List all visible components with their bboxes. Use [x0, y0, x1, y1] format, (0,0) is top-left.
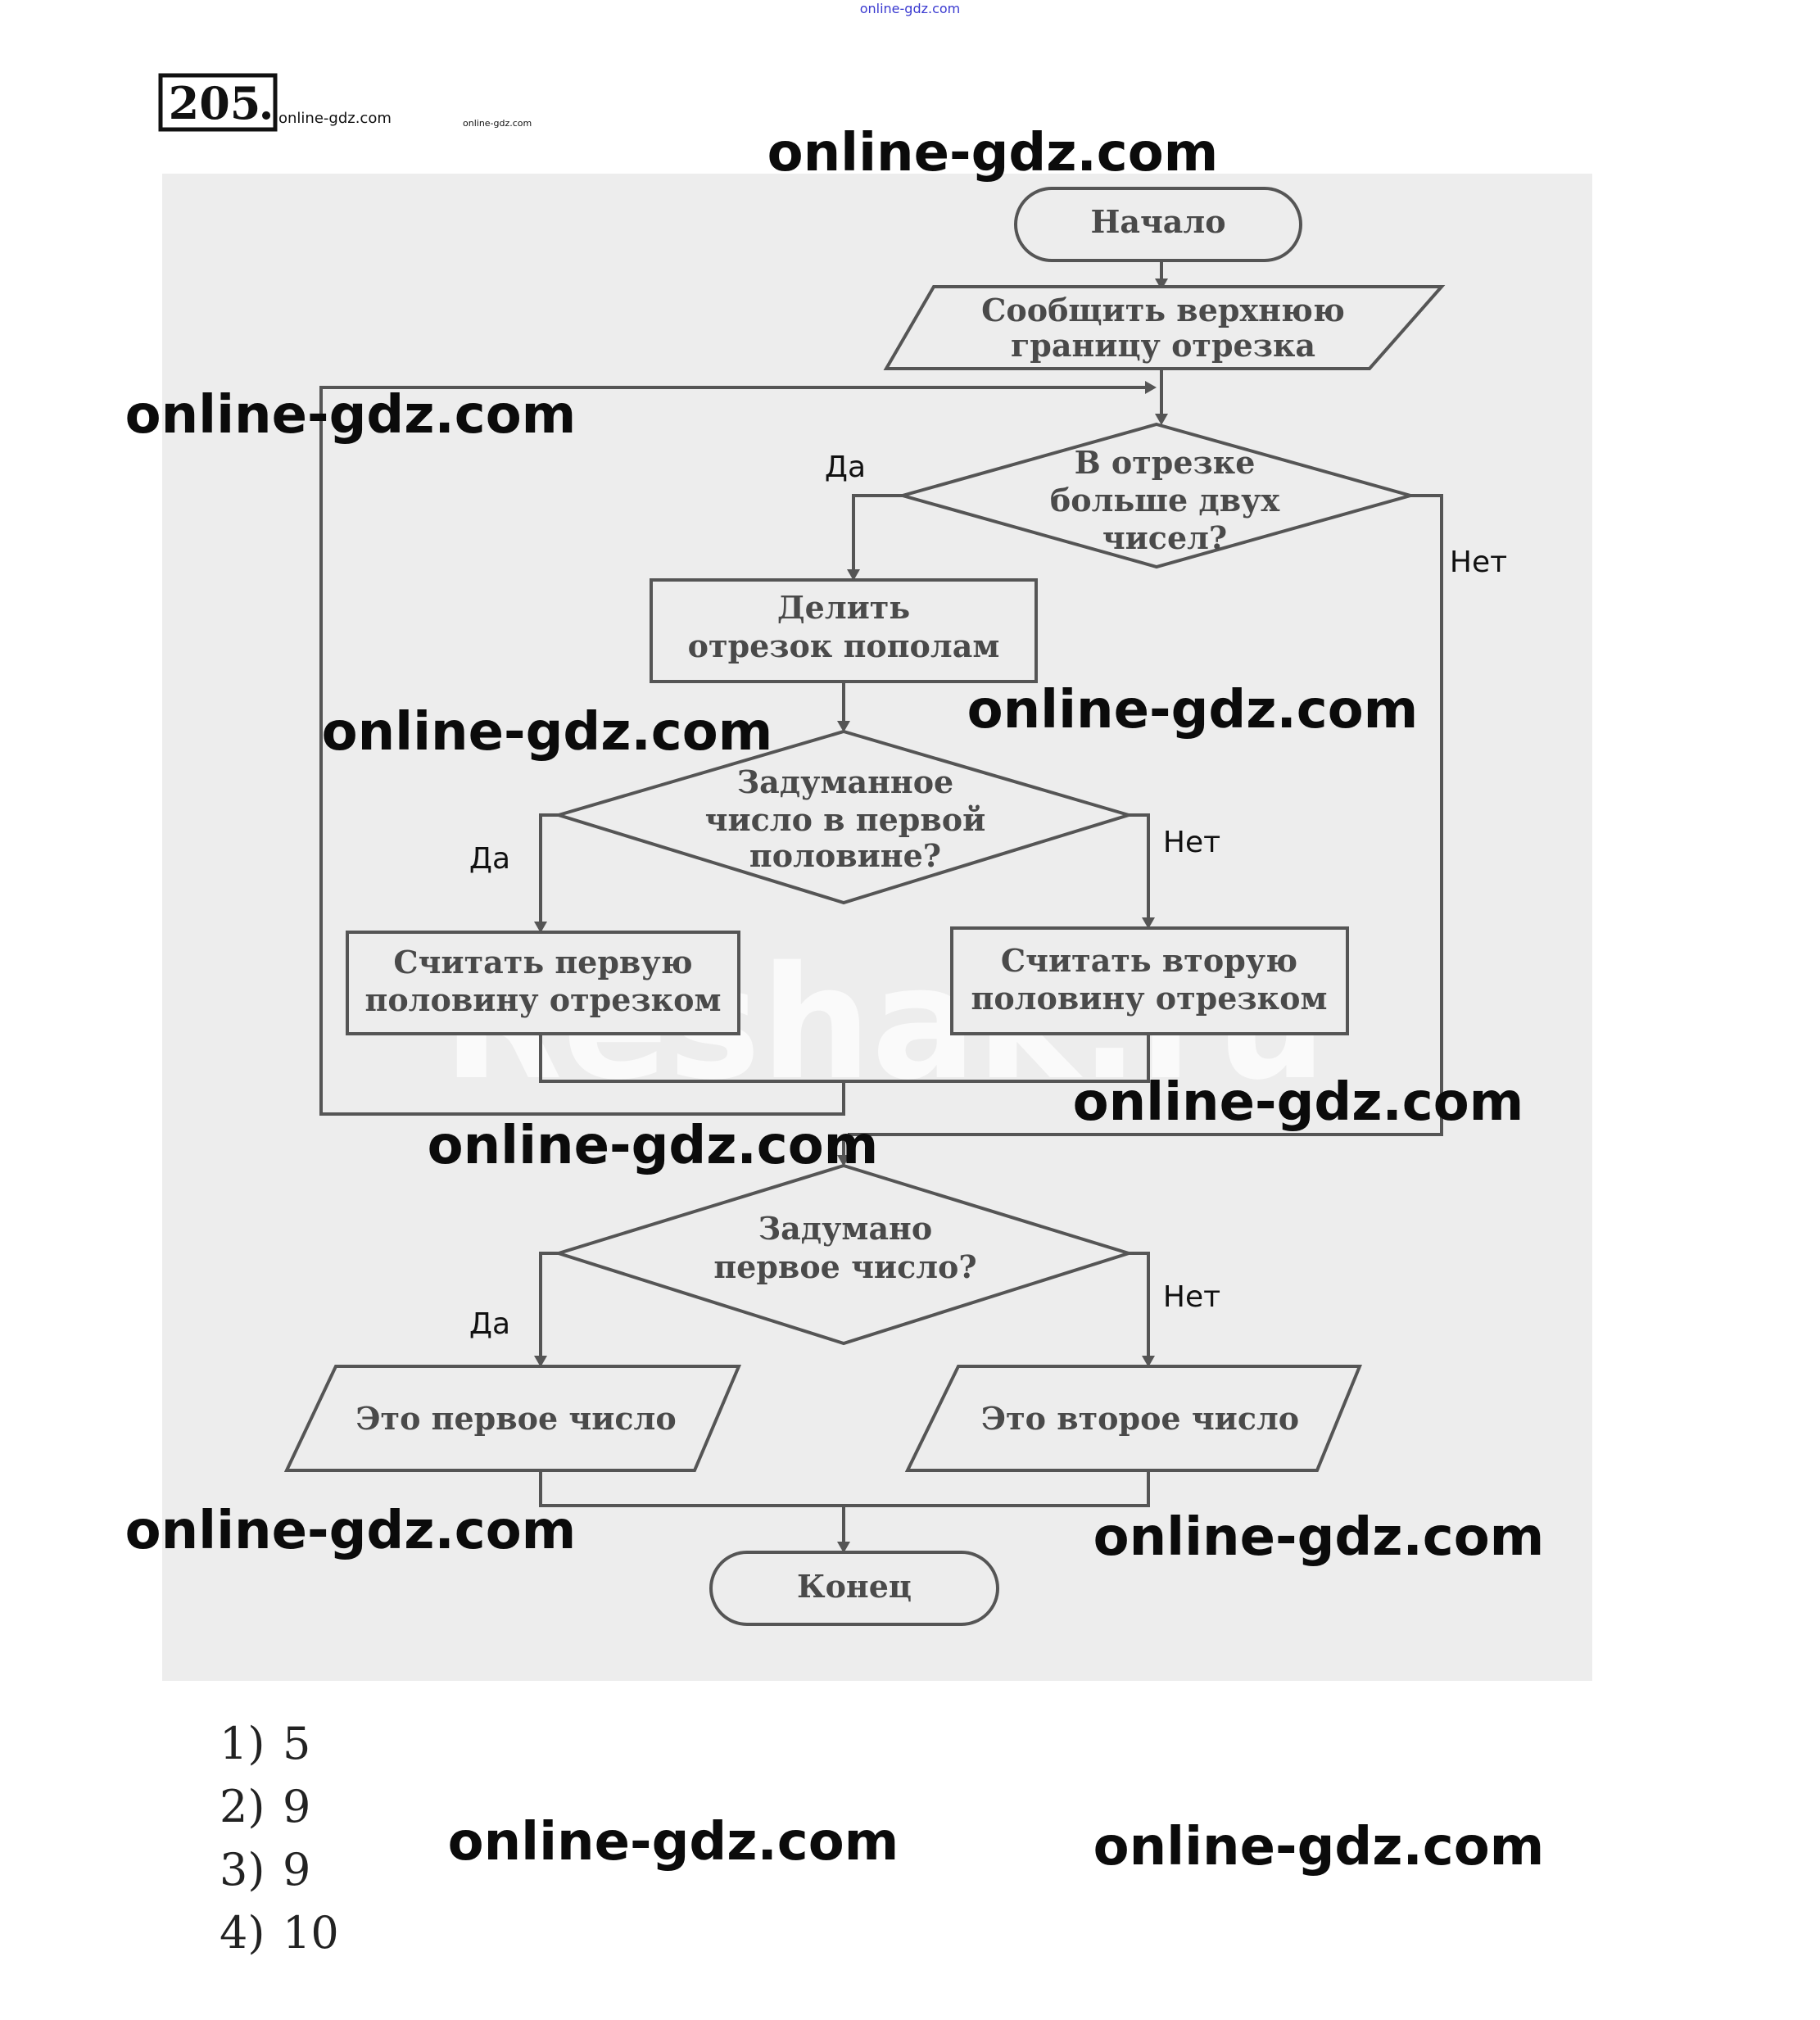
connector-d3-yes: [539, 1252, 559, 1364]
watermark-10: online-gdz.com: [1093, 1817, 1545, 1877]
watermark-tiny: online-gdz.com: [463, 118, 532, 129]
halve-rect: [650, 578, 1038, 683]
answer-1-label: 1): [220, 1718, 265, 1769]
arrowhead-decision2: [837, 721, 850, 732]
arrowhead-loop: [1145, 381, 1157, 394]
start-terminator: [1014, 187, 1302, 262]
watermark-7: online-gdz.com: [125, 1501, 577, 1561]
connector-second-half-merge: [844, 1034, 1150, 1083]
end-terminator: [709, 1551, 999, 1626]
second-half-label-line1: Считать вторую: [1001, 942, 1297, 979]
watermark-5: online-gdz.com: [1073, 1072, 1524, 1133]
node-decision-first-number: Задумано первое число?: [553, 1163, 1134, 1346]
halve-label-line2: отрезок пополам: [688, 627, 1000, 664]
arrowhead-output-first: [534, 1356, 547, 1367]
connector-loop-back: [319, 386, 1151, 1116]
arrowhead-end: [837, 1542, 850, 1553]
answer-2-value: 9: [283, 1781, 310, 1832]
problem-number-dot: .: [259, 77, 274, 129]
branch-yes-decision1: Да: [825, 451, 866, 484]
connector-d1-yes: [852, 494, 903, 577]
node-halve: Делить отрезок пополам: [650, 578, 1038, 683]
decision2-label-line3: половине?: [749, 837, 941, 874]
watermark-1: online-gdz.com: [767, 123, 1219, 183]
node-decision-more-than-two: В отрезке больше двух чисел?: [896, 422, 1417, 569]
branch-no-decision2: Нет: [1163, 826, 1220, 859]
first-half-label-line2: половину отрезком: [365, 981, 722, 1018]
decision3-label-line1: Задумано: [758, 1210, 932, 1247]
start-label: Начало: [1090, 203, 1225, 240]
answer-3-label: 3): [220, 1844, 265, 1895]
watermark-8: online-gdz.com: [1093, 1507, 1545, 1568]
decision1-label-line3: чисел?: [1102, 519, 1227, 556]
node-decision-first-half: Задуманное число в первой половине?: [553, 729, 1134, 905]
watermark-9: online-gdz.com: [448, 1812, 899, 1873]
input-parallelogram: [883, 285, 1446, 370]
output-first-parallelogram: [283, 1365, 742, 1472]
answer-2-label: 2): [220, 1781, 265, 1832]
first-half-rect: [346, 931, 740, 1035]
branch-no-decision3: Нет: [1163, 1280, 1220, 1314]
watermark-6: online-gdz.com: [428, 1116, 879, 1176]
node-first-half: Считать первую половину отрезком: [346, 931, 740, 1035]
watermark-small: online-gdz.com: [278, 110, 392, 127]
connector-d3-no: [1129, 1252, 1150, 1364]
first-half-label-line1: Считать первую: [393, 944, 692, 981]
output-second-parallelogram: [904, 1365, 1362, 1472]
connector-first-half-merge: [539, 1034, 844, 1083]
second-half-label-line2: половину отрезком: [971, 980, 1328, 1017]
arrowhead-halve: [847, 569, 860, 581]
connectors: [319, 260, 1443, 1550]
decision1-diamond: [896, 422, 1417, 569]
arrowhead-first-half: [534, 922, 547, 933]
node-start: Начало: [1014, 187, 1302, 262]
decision3-label-line2: первое число?: [713, 1248, 976, 1285]
branch-no-decision1: Нет: [1450, 546, 1507, 579]
decision1-label-line1: В отрезке: [1075, 444, 1256, 481]
watermark-2: online-gdz.com: [125, 385, 577, 446]
connector-d1-no: [848, 494, 1443, 1136]
node-second-half: Считать вторую половину отрезком: [950, 926, 1349, 1035]
input-label-line2: границу отрезка: [1011, 327, 1315, 364]
watermark-top: online-gdz.com: [860, 1, 961, 16]
halve-label-line1: Делить: [777, 589, 910, 626]
second-half-rect: [950, 926, 1349, 1035]
arrowhead-output-second: [1142, 1356, 1155, 1367]
watermarks: online-gdz.com online-gdz.com online-gdz…: [125, 123, 1545, 1877]
decision2-label-line2: число в первой: [705, 801, 986, 838]
connector-d2-no: [1129, 813, 1150, 926]
decision1-label-line2: больше двух: [1050, 482, 1280, 519]
answer-1-value: 5: [283, 1718, 310, 1769]
decision3-diamond: [553, 1163, 1134, 1346]
decision2-diamond: [553, 729, 1134, 905]
output-first-label: Это первое число: [355, 1400, 676, 1437]
watermark-3: online-gdz.com: [967, 680, 1419, 741]
problem-number: 205 .: [158, 73, 278, 132]
arrowhead-decision1: [1155, 414, 1168, 425]
watermark-4: online-gdz.com: [322, 702, 773, 763]
answer-list: 1) 5 2) 9 3) 9 4) 10: [220, 1718, 339, 1959]
branch-yes-decision2: Да: [469, 842, 510, 876]
arrowhead-input: [1155, 279, 1168, 290]
answer-4-value: 10: [283, 1907, 339, 1959]
arrowheads: [534, 279, 1168, 1553]
arrowhead-decision3: [837, 1155, 850, 1166]
answer-4-label: 4): [220, 1907, 265, 1959]
arrowhead-second-half: [1142, 917, 1155, 929]
connector-d2-yes: [539, 813, 559, 930]
node-end: Конец: [709, 1551, 999, 1626]
end-label: Конец: [797, 1568, 912, 1605]
input-label-line1: Сообщить верхнюю: [981, 292, 1345, 328]
decision2-label-line1: Задуманное: [737, 763, 953, 800]
problem-number-frame: [158, 73, 278, 132]
node-output-first: Это первое число: [283, 1365, 742, 1472]
output-second-label: Это второе число: [981, 1400, 1299, 1437]
answer-3-value: 9: [283, 1844, 310, 1895]
problem-number-label: 205: [169, 77, 261, 129]
node-input-upper-bound: Сообщить верхнюю границу отрезка: [883, 285, 1446, 370]
branch-yes-decision3: Да: [469, 1307, 510, 1341]
node-output-second: Это второе число: [904, 1365, 1362, 1472]
